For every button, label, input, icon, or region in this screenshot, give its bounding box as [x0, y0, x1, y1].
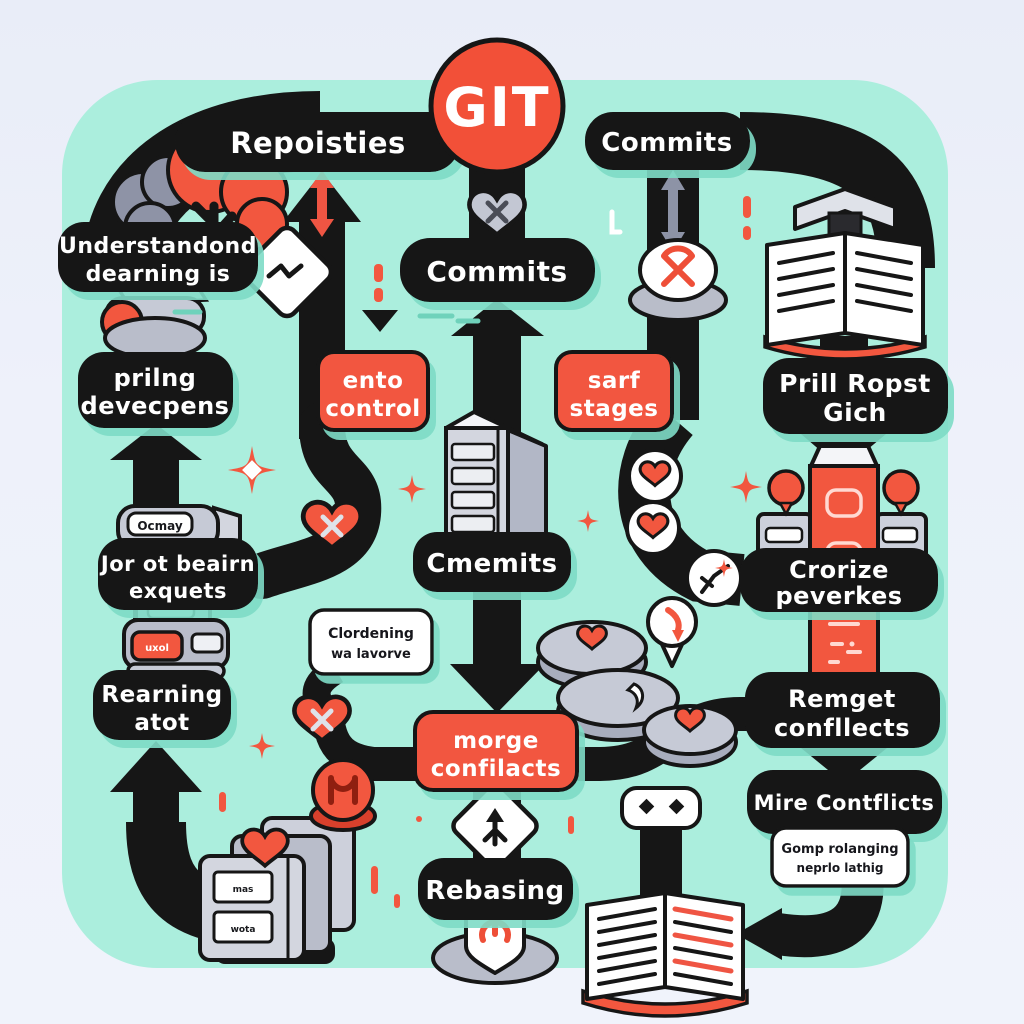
node-remote-conflicts-line1: Remget	[788, 685, 896, 713]
node-understanding: Understandond dearning is	[58, 222, 258, 292]
arrowhead-up-pulling	[110, 424, 202, 460]
node-pull-requests: Prill Ropst Gich	[763, 358, 948, 434]
node-repositories: Repoisties	[175, 112, 460, 172]
medal-icon	[309, 758, 377, 832]
node-repositories-label: Repoisties	[230, 126, 406, 160]
callout-cloning-line1: Clordening	[328, 626, 414, 642]
git-badge-label: GIT	[443, 76, 550, 139]
node-understanding-line1: Understandond	[59, 234, 257, 259]
node-learning-line1: Rearning	[101, 682, 222, 708]
file-cabinet-icon: mas wota	[198, 816, 356, 964]
shield-button-icon	[431, 910, 559, 985]
arrowhead-down-mire	[801, 748, 887, 783]
node-version-control-line2: control	[325, 396, 420, 422]
node-staging-line2: stages	[570, 396, 659, 422]
callout-comparing-line2: neprlo lathig	[797, 861, 884, 875]
stamp-icon	[100, 282, 210, 360]
path-top-right-sweep	[739, 112, 935, 269]
node-learning-line2: atot	[134, 710, 189, 736]
bone-tag-icon	[620, 786, 702, 830]
git-badge: GIT	[428, 37, 566, 175]
node-boxes: Repoisties Commits Commits Understandond…	[58, 112, 948, 920]
node-commits-top-label: Commits	[601, 128, 732, 158]
node-merge-conflicts-line2: confilacts	[431, 756, 561, 782]
coin-button-icon	[628, 238, 728, 322]
callout-comparing-line1: Gomp rolanging	[781, 842, 898, 857]
wallet-tag-label: Ocmay	[137, 519, 183, 533]
node-pulling: prilng devecpens	[78, 352, 233, 428]
path-bottom-right-curve	[774, 871, 884, 958]
drawer-bottom-label: wota	[231, 925, 256, 935]
node-branch-requests: Jor ot beairn exquets	[98, 538, 258, 610]
red-dash-accents	[219, 196, 751, 908]
diamond-branch-icon	[451, 782, 539, 870]
book-icon-bottom	[581, 891, 749, 1018]
node-create-branches-line1: Crorize	[789, 556, 889, 584]
node-create-branches: Crorize peverkes	[740, 548, 938, 612]
node-commits-mid-label: Commits	[426, 255, 567, 288]
heart-circle-icon-2	[625, 500, 681, 556]
node-commits-mid: Commits	[400, 238, 595, 302]
sparkle-core	[242, 460, 262, 480]
arrowhead-left-book	[736, 908, 782, 960]
camera-tag-label: uxol	[145, 643, 169, 654]
node-staging: sarf stages	[554, 350, 674, 432]
decorations	[172, 196, 762, 908]
book-icon-top	[763, 187, 927, 361]
node-merge-conflicts: morge confilacts	[413, 710, 579, 792]
node-version-control: ento control	[316, 350, 430, 432]
node-merge-conflicts-line1: morge	[453, 728, 539, 754]
heart-circle-icon	[627, 448, 683, 504]
node-version-control-line1: ento	[343, 368, 404, 394]
node-commits-top: Commits	[585, 112, 750, 170]
diamond-wave-icon	[240, 225, 334, 319]
node-commits-lower-label: Cmemits	[426, 549, 557, 579]
arrowhead-up-commits	[451, 299, 544, 336]
drawer-top-label: mas	[233, 885, 254, 895]
motion-mark	[609, 209, 623, 235]
node-rebasing: Rebasing	[418, 858, 573, 920]
node-remote-conflicts: Remget confllects	[745, 672, 940, 748]
node-create-branches-line2: peverkes	[775, 582, 902, 610]
node-branch-requests-line2: exquets	[129, 579, 227, 603]
node-more-conflicts-label: Mire Contflicts	[754, 791, 935, 815]
arrowhead-down-merge	[450, 664, 545, 713]
node-pulling-line2: devecpens	[81, 392, 230, 420]
node-pulling-line1: prilng	[114, 364, 197, 392]
node-pull-requests-line2: Gich	[823, 398, 887, 427]
red-dashed-arrow-icon	[362, 264, 398, 332]
node-branch-requests-line1: Jor ot beairn	[99, 552, 255, 576]
server-icon	[444, 410, 548, 558]
node-learning: Rearning atot	[93, 670, 231, 740]
node-staging-line1: sarf	[588, 368, 641, 394]
node-remote-conflicts-line2: confllects	[774, 714, 910, 742]
node-more-conflicts: Mire Contflicts	[747, 770, 942, 834]
stepping-stones-icon	[536, 620, 738, 768]
callout-cloning-line2: wa lavorve	[331, 647, 411, 662]
teal-dashes	[172, 309, 481, 324]
callout-cloning: Clordening wa lavorve	[308, 608, 434, 676]
node-commits-lower: Cmemits	[413, 532, 571, 592]
node-rebasing-label: Rebasing	[425, 876, 564, 906]
node-understanding-line2: dearning is	[86, 262, 231, 287]
node-pull-requests-line1: Prill Ropst	[779, 369, 931, 398]
arrowhead-up-learning	[110, 741, 202, 792]
callout-comparing: Gomp rolanging neprlo lathig	[770, 826, 910, 888]
compass-icon	[685, 549, 743, 607]
red-double-arrow-icon	[310, 170, 334, 237]
map-pin-icon	[646, 596, 698, 668]
